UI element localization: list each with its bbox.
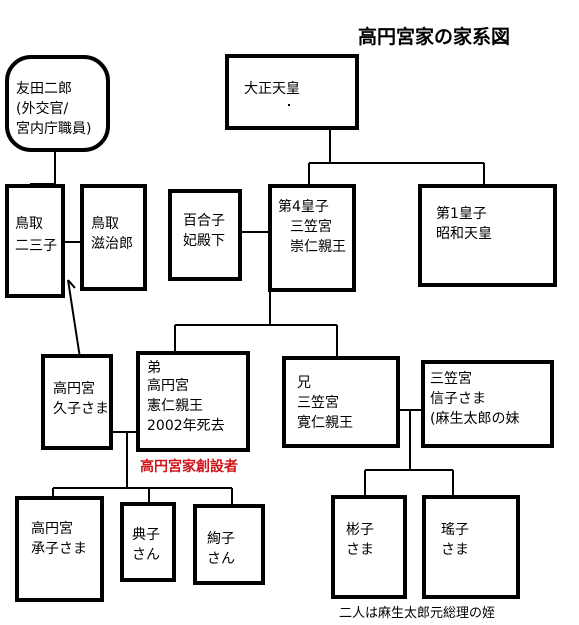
founder-label: 高円宮家創設者 xyxy=(140,459,238,475)
person-label: 高円宮 xyxy=(147,378,189,394)
person-label: 二三子 xyxy=(15,238,57,254)
person-label: 兄 xyxy=(297,375,311,391)
person-label: 大正天皇 xyxy=(244,81,300,97)
person-label: 高円宮 xyxy=(53,381,95,397)
person-label: 彬子 xyxy=(346,522,374,538)
person-label: (麻生太郎の妹 xyxy=(430,411,520,427)
person-label: 三笠宮 xyxy=(290,219,332,235)
person-label: 宮内庁職員) xyxy=(16,121,92,137)
person-tomoda-jiro: 友田二郎 (外交官/ 宮内庁職員) xyxy=(5,55,110,152)
person-label: 憲仁親王 xyxy=(147,398,203,414)
person-label: 鳥取 xyxy=(91,216,119,232)
footer-note: 二人は麻生太郎元総理の姪 xyxy=(339,606,496,621)
stray-dot xyxy=(288,104,290,106)
person-yoko: 瑤子 さま xyxy=(422,495,520,599)
person-label: さん xyxy=(132,547,160,563)
person-taisho-tenno: 大正天皇 xyxy=(225,54,359,130)
person-tottori-futako: 鳥取 二三子 xyxy=(5,184,65,298)
person-label: 妃殿下 xyxy=(183,233,225,249)
person-label: (外交官/ xyxy=(16,101,69,117)
person-label: さま xyxy=(346,542,374,558)
person-label: 絢子 xyxy=(207,531,235,547)
person-akiko: 彬子 さま xyxy=(331,495,407,599)
diagram-title: 高円宮家の家系図 xyxy=(358,26,511,48)
person-ayako: 絢子 さん xyxy=(193,504,265,585)
person-mikasa-takahito: 第4皇子 三笠宮 崇仁親王 xyxy=(268,184,356,292)
person-takamado-tsuguko: 高円宮 承子さま xyxy=(15,496,104,602)
person-label: 典子 xyxy=(132,527,160,543)
line-hisako-parent xyxy=(67,279,81,359)
person-label: 滋治郎 xyxy=(91,236,133,252)
person-label: 三笠宮 xyxy=(430,371,472,387)
person-label: 崇仁親王 xyxy=(290,239,346,255)
person-label: 久子さま xyxy=(53,401,109,417)
person-takamado-norihito: 弟 高円宮 憲仁親王 2002年死去 xyxy=(136,351,250,452)
person-label: 百合子 xyxy=(183,213,225,229)
person-label: 昭和天皇 xyxy=(436,226,492,242)
person-label: 高円宮 xyxy=(31,521,73,537)
person-label: 第1皇子 xyxy=(436,206,487,222)
person-label: さま xyxy=(441,542,469,558)
person-label: 寛仁親王 xyxy=(297,415,353,431)
person-mikasa-tomohito: 兄 三笠宮 寛仁親王 xyxy=(282,356,400,448)
person-takamado-hisako: 高円宮 久子さま xyxy=(41,354,113,450)
person-label: 友田二郎 xyxy=(16,81,72,97)
person-showa-tenno: 第1皇子 昭和天皇 xyxy=(418,184,557,287)
person-label: 鳥取 xyxy=(15,216,43,232)
person-label: 信子さま xyxy=(430,391,486,407)
person-label: さん xyxy=(207,551,235,567)
person-yuriko: 百合子 妃殿下 xyxy=(168,189,242,281)
person-label: 三笠宮 xyxy=(297,395,339,411)
person-mikasa-nobuko: 三笠宮 信子さま (麻生太郎の妹 xyxy=(421,360,554,448)
line-hisako-parent-tick xyxy=(67,279,76,289)
person-tottori-shigejiro: 鳥取 滋治郎 xyxy=(80,184,147,291)
person-label: 第4皇子 xyxy=(278,199,329,215)
person-noriko: 典子 さん xyxy=(120,502,176,582)
person-label: 承子さま xyxy=(31,541,87,557)
person-label: 弟 xyxy=(147,360,161,376)
person-label: 2002年死去 xyxy=(147,418,225,434)
person-label: 瑤子 xyxy=(441,522,469,538)
